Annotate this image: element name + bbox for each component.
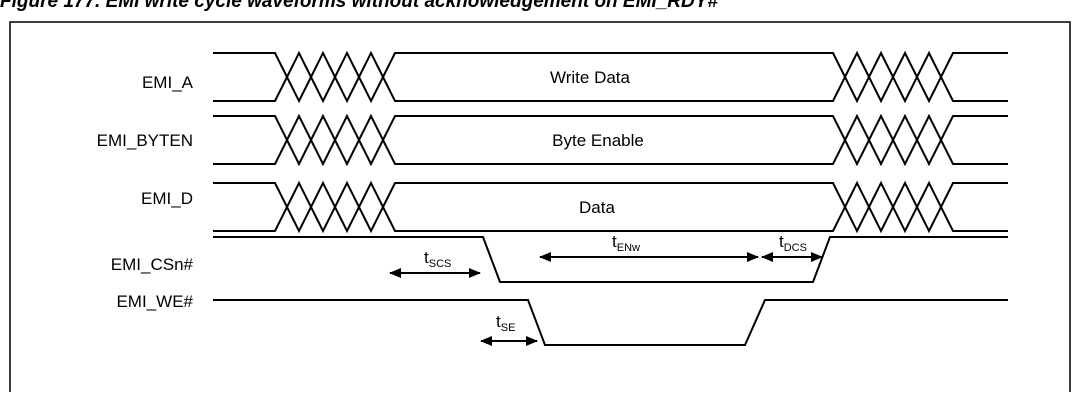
signal-label-emi-d: EMI_D	[141, 189, 193, 208]
timing-label-enw: tENw	[612, 232, 640, 254]
bus-value-emi-d: Data	[579, 198, 615, 217]
figure-frame	[9, 21, 1071, 392]
bus-value-emi-byten: Byte Enable	[552, 131, 644, 150]
timing-label-se: tSE	[496, 312, 515, 334]
waveform-emi-csn	[213, 236, 1008, 283]
bus-value-emi-a: Write Data	[550, 68, 631, 87]
timing-label-dcs: tDCS	[779, 232, 807, 254]
figure-caption: Figure 177. EMI write cycle waveforms wi…	[0, 0, 718, 12]
waveform-emi-d: Data	[213, 180, 1008, 234]
signal-label-emi-csn: EMI_CSn#	[111, 255, 194, 274]
waveform-emi-a: Write Data	[213, 50, 1008, 104]
signal-label-emi-byten: EMI_BYTEN	[97, 131, 193, 150]
waveform-emi-we	[213, 299, 1008, 346]
signal-label-emi-we: EMI_WE#	[116, 292, 193, 311]
signal-label-emi-a: EMI_A	[142, 73, 194, 92]
waveform-emi-byten: Byte Enable	[213, 113, 1008, 167]
timing-label-scs: tSCS	[424, 248, 451, 270]
